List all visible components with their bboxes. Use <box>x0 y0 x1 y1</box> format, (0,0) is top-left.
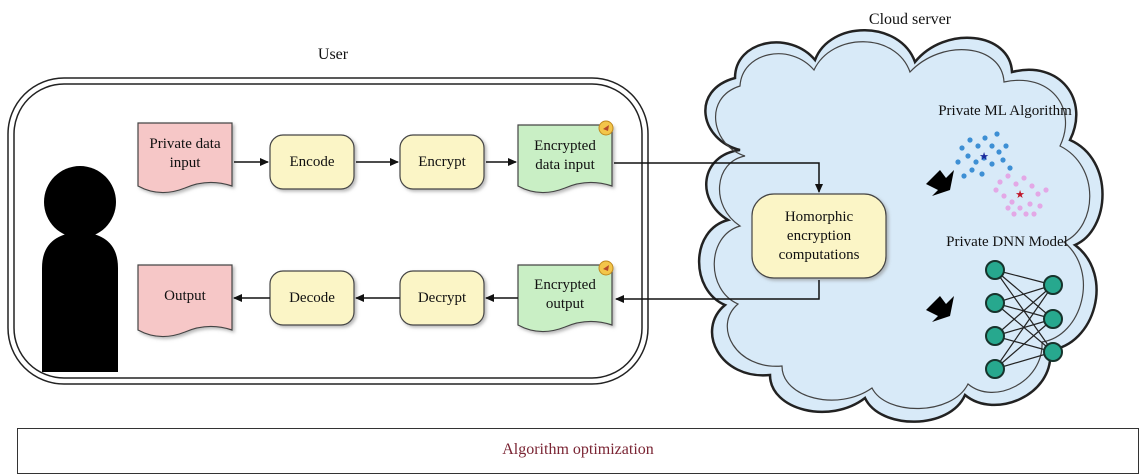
encode-label: Encode <box>289 153 335 170</box>
cloud-shape <box>697 29 1104 423</box>
encrypted-output-doc <box>517 264 613 333</box>
dnn-network-icon <box>985 260 1063 379</box>
encrypted-data-input-doc <box>517 124 613 194</box>
decode-label: Decode <box>289 289 335 306</box>
flow-arrows <box>233 158 823 303</box>
encrypted-output-label: Encrypted output <box>518 268 612 322</box>
private-data-input-line1: Private data <box>149 136 221 152</box>
encrypt-box <box>399 134 485 190</box>
encrypted-data-input-line2: data input <box>535 157 595 173</box>
lock-badge-icon <box>598 260 614 276</box>
private-data-input-line2: input <box>169 155 201 171</box>
homomorphic-line3: computations <box>778 246 860 263</box>
lock-badge-icon <box>598 120 614 136</box>
private-data-input-doc <box>137 122 233 194</box>
homomorphic-line2: encryption <box>786 227 852 244</box>
algorithm-optimization-bar: Algorithm optimization <box>17 428 1139 474</box>
pointer-arrow-icon <box>926 170 954 322</box>
user-person-icon <box>42 166 118 372</box>
encrypted-data-input-label: Encrypted data input <box>518 128 612 184</box>
homomorphic-line1: Homorphic <box>784 208 854 225</box>
dnn-model-label: Private DNN Model <box>946 234 1068 250</box>
encode-box <box>269 134 355 190</box>
output-text: Output <box>164 287 206 304</box>
encrypted-output-line1: Encrypted <box>534 277 596 293</box>
output-label: Output <box>138 268 232 324</box>
encrypt-label: Encrypt <box>418 153 466 170</box>
svg-text:★: ★ <box>1015 189 1025 201</box>
ml-cluster-icon: ★ ★ <box>955 131 1049 217</box>
output-doc <box>137 264 233 338</box>
ml-algorithm-label: Private ML Algorithm <box>938 103 1072 119</box>
user-title: User <box>317 46 349 63</box>
decrypt-label: Decrypt <box>417 289 467 306</box>
encrypted-data-input-line1: Encrypted <box>534 138 596 154</box>
algorithm-optimization-label: Algorithm optimization <box>502 441 654 458</box>
cloud-server-title: Cloud server <box>868 11 952 28</box>
encrypted-output-line2: output <box>545 296 585 312</box>
private-data-input-label: Private data input <box>138 126 232 182</box>
homomorphic-box <box>751 193 887 279</box>
svg-text:★: ★ <box>979 151 989 163</box>
homomorphic-label: Homorphic encryption computations <box>752 194 886 278</box>
